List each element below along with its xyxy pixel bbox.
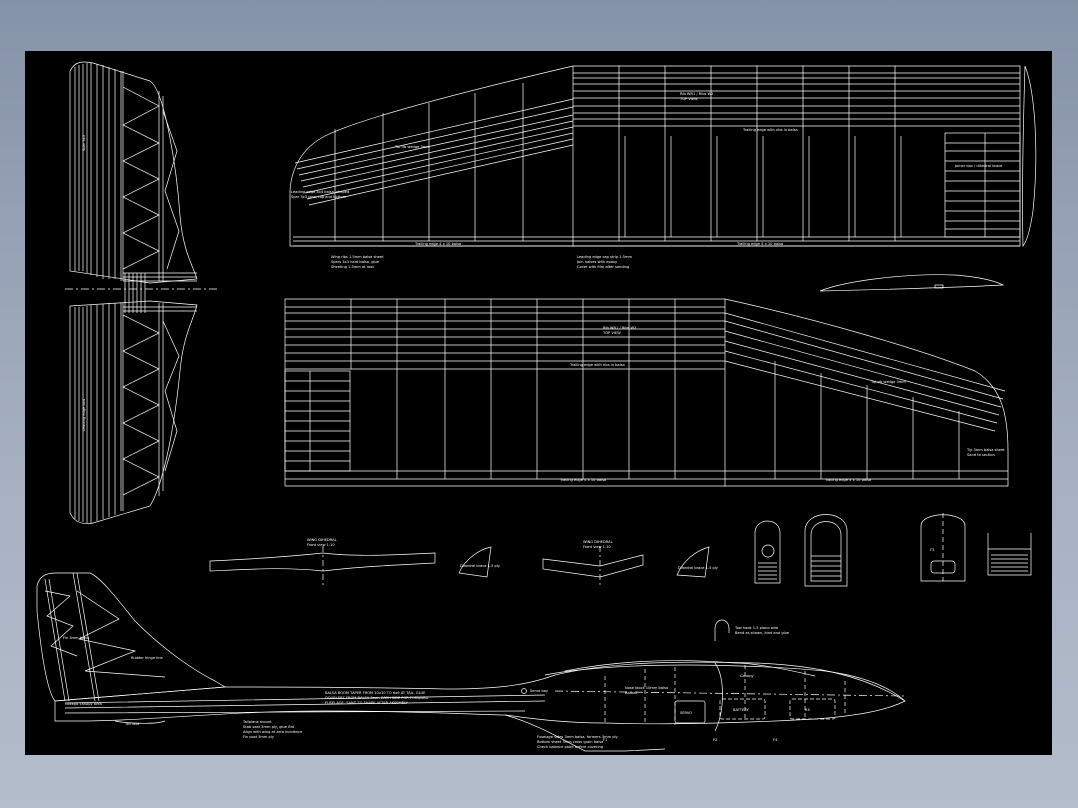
wing-lower-center: Trailing edge with ribs in balsa bbox=[569, 363, 625, 367]
former-f2-label: F2 bbox=[713, 738, 717, 742]
fus-left2: Stab seat 3mm ply, glue flat bbox=[243, 725, 295, 729]
wing-lower-tip: Tip rib wedge 3mm bbox=[870, 380, 906, 384]
wing-upper-te2: Trailing edge 4 x 10 balsa bbox=[736, 242, 783, 246]
former-f4-label: F4 bbox=[773, 738, 778, 742]
cad-drawing: Spar 3x3 Leading edge 4x4 Rib WR1 / Ribs… bbox=[36, 61, 1037, 752]
fin-note2: Rudder hinge line bbox=[131, 656, 163, 660]
wing-upper-n6: Cover with film after sanding bbox=[577, 265, 629, 269]
wing-upper-note1: Rib WR1 / Ribs W2 bbox=[680, 92, 713, 96]
fus-tag: Cockpit canopy area bbox=[65, 702, 102, 706]
former-f3: F3 bbox=[920, 513, 966, 582]
former-f1-label: F1 bbox=[603, 738, 607, 742]
bay1-label: SERVO bbox=[680, 711, 692, 715]
wing-upper-note2: TOP VIEW bbox=[679, 97, 698, 101]
stab-spar-label: Spar 3x3 bbox=[82, 135, 86, 151]
front-view2-title: WING DIHEDRAL bbox=[583, 540, 613, 544]
stab-le-label: Leading edge 4x4 bbox=[82, 398, 86, 431]
former-f1 bbox=[754, 520, 781, 584]
hook-note2: Bend as shown, bind and glue bbox=[735, 631, 790, 635]
wing-upper-n2: Spars 3x3 hard balsa, glue bbox=[331, 260, 380, 264]
stabilizer-plan-view: Spar 3x3 Leading edge 4x4 bbox=[65, 61, 220, 525]
fus-canopy: Canopy bbox=[740, 674, 754, 678]
wing-plan-upper: Rib WR1 / Ribs W2 TOP VIEW Trailing edge… bbox=[289, 65, 1021, 269]
front-view2-sub: Front view 1:10 bbox=[583, 545, 611, 549]
fus-left3: Align with wing at zero incidence bbox=[243, 730, 303, 734]
wing-tip-side-view bbox=[1022, 65, 1037, 247]
fus-bottom2: Bottom sheet 3mm cross grain balsa bbox=[537, 740, 603, 744]
bay2-label: BATTERY bbox=[733, 708, 750, 712]
fus-boom3: FUSELAGE, SAND TO SHAPE AFTER ASSEMBLY bbox=[325, 701, 409, 705]
dihedral-gusset-1: Dihedral brace 1.5 ply bbox=[458, 546, 501, 578]
fus-nose1: Nose block 10mm balsa bbox=[625, 686, 668, 690]
tow-hook: Tow hook 1.5 piano wire Bend as shown, b… bbox=[714, 619, 790, 641]
wing-upper-te1: Trailing edge 4 x 10 balsa bbox=[414, 242, 461, 246]
hook-note1: Tow hook 1.5 piano wire bbox=[734, 626, 779, 630]
wing-lower-right: Tip 3mm balsa sheet bbox=[966, 448, 1005, 452]
wing-plan-lower: Rib WR1 / Ribs W2 TOP VIEW Trailing edge… bbox=[284, 298, 1009, 487]
wing-upper-left2: Spar 3x3 pine, top and bottom bbox=[291, 195, 347, 199]
bay3-label: RX bbox=[805, 708, 810, 712]
fin-note1: Fin 3mm balsa bbox=[63, 636, 89, 640]
former-f4 bbox=[987, 533, 1032, 576]
gusset1-label: Dihedral brace 1.5 ply bbox=[460, 564, 501, 568]
fus-boom2: DOUBLERS FROM BALSA 3mm EACH SIDE FOR FO… bbox=[325, 696, 428, 700]
fus-left4: Fin post 3mm ply bbox=[243, 735, 275, 739]
front-view-1: WING DIHEDRAL Front view 1:10 bbox=[209, 538, 436, 586]
wing-upper-n5: Join halves with epoxy bbox=[576, 260, 618, 264]
wing-upper-left: Leading edge 4x4 balsa, shaped bbox=[291, 190, 349, 194]
wing-upper-n3: Sheeting 1.5mm at root bbox=[331, 265, 374, 269]
former-f3-label: F3 bbox=[930, 548, 934, 552]
front-view-2: WING DIHEDRAL Front view 1:10 bbox=[542, 540, 644, 586]
front-view1-sub: Front view 1:10 bbox=[307, 543, 335, 547]
fus-marker: Servo bay bbox=[530, 689, 549, 693]
former-f2 bbox=[804, 514, 848, 587]
wing-lower-te1: Trailing edge 4 x 10 balsa bbox=[559, 478, 606, 482]
gusset2-label: Dihedral brace 1.5 ply bbox=[678, 566, 719, 570]
wing-upper-n1: Wing ribs 1.5mm balsa sheet bbox=[331, 255, 384, 259]
wing-lower-te2: Trailing edge 4 x 10 balsa bbox=[824, 478, 871, 482]
wing-lower-right2: Sand to section bbox=[967, 453, 995, 457]
fus-bottom1: Fuselage sides 3mm balsa, formers 3mm pl… bbox=[537, 735, 619, 739]
wing-lower-note2: TOP VIEW bbox=[602, 331, 621, 335]
front-view1-title: WING DIHEDRAL bbox=[307, 538, 337, 542]
fus-nose2: Ballast bbox=[625, 691, 638, 695]
wing-upper-tip: Tip rib wedge 3mm bbox=[394, 145, 430, 149]
airfoil-section bbox=[819, 274, 1005, 292]
fus-note2: Tail skid bbox=[124, 722, 139, 726]
dihedral-gusset-2: Dihedral brace 1.5 ply bbox=[676, 546, 719, 578]
wing-upper-box: Joiner box / dihedral brace bbox=[954, 164, 1003, 168]
fus-boom1: BALSA BOOM TAPER FROM 10x10 TO 6x6 AT TA… bbox=[325, 691, 426, 695]
wing-upper-n4: Leading edge cap strip 1.5mm bbox=[577, 255, 632, 259]
drawing-canvas[interactable]: Spar 3x3 Leading edge 4x4 Rib WR1 / Ribs… bbox=[25, 51, 1052, 755]
fus-bottom3: Check balance point before covering bbox=[537, 745, 603, 749]
wing-lower-note1: Rib WR1 / Ribs W2 bbox=[603, 326, 636, 330]
fus-left1: Tailplane mount bbox=[242, 720, 272, 724]
fuselage-side-view: Fin 3mm balsa Rudder hinge line Cockpit … bbox=[36, 572, 906, 752]
wing-upper-center: Trailing edge with ribs in balsa bbox=[742, 128, 798, 132]
